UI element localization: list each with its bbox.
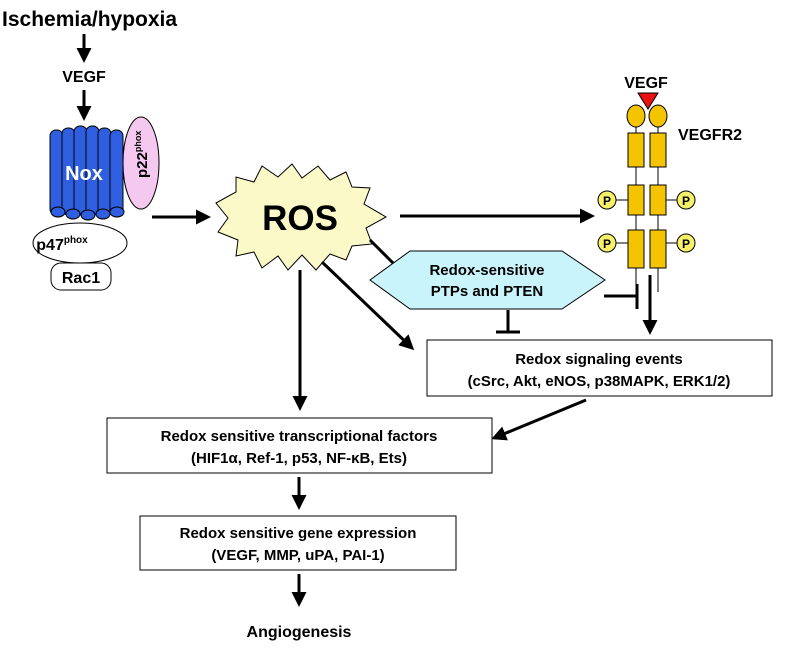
phospho-site [676, 190, 696, 210]
p22phox-subunit [122, 116, 160, 210]
p47phox-label: p47phox [36, 235, 88, 254]
ros-burst [215, 163, 388, 271]
p22phox-label: p22phox [133, 131, 151, 178]
phospho-site [597, 233, 617, 253]
transcription-factors-box [106, 417, 493, 474]
arrow-signaling-tf [491, 398, 587, 441]
phospho-label: P [603, 194, 611, 208]
tf-line1: Redox sensitive transcriptional factors [161, 428, 438, 445]
phospho-site [597, 190, 617, 210]
angiogenesis-label: Angiogenesis [247, 624, 352, 641]
vegfr2-receptor [616, 104, 678, 292]
gene-line1: Redox sensitive gene expression [180, 525, 417, 542]
phospho-site [676, 233, 696, 253]
signaling-line1: Redox signaling events [515, 351, 683, 368]
ptp-line2: PTPs and PTEN [431, 283, 544, 300]
phospho-label: P [682, 194, 690, 208]
vegf-left-label: VEGF [62, 69, 106, 86]
phospho-label: P [603, 237, 611, 251]
rac1-label: Rac1 [62, 270, 100, 287]
tf-line2: (HIF1α, Ref-1, p53, NF-κB, Ets) [191, 450, 407, 467]
arrow-ros-signaling [320, 260, 415, 351]
gene-line2: (VEGF, MMP, uPA, PAI-1) [211, 547, 384, 564]
gene-expression-box [139, 515, 457, 571]
vegf-ligand-triangle [637, 92, 659, 110]
vegf-right-label: VEGF [624, 75, 668, 92]
nox-complex: Nox [49, 125, 125, 221]
ptp-pten-node [369, 250, 606, 310]
signaling-line2: (cSrc, Akt, eNOS, p38MAPK, ERK1/2) [468, 373, 731, 390]
ros-label: ROS [262, 199, 338, 238]
nox-label: Nox [65, 163, 103, 185]
ptp-line1: Redox-sensitive [429, 262, 544, 279]
rac1-box [50, 262, 112, 291]
phospho-label: P [682, 237, 690, 251]
inhibit-ros-ptp [368, 238, 398, 268]
signaling-events-box [426, 339, 773, 397]
vegfr2-label: VEGFR2 [678, 127, 742, 144]
stimulus-label: Ischemia/hypoxia [2, 8, 177, 31]
